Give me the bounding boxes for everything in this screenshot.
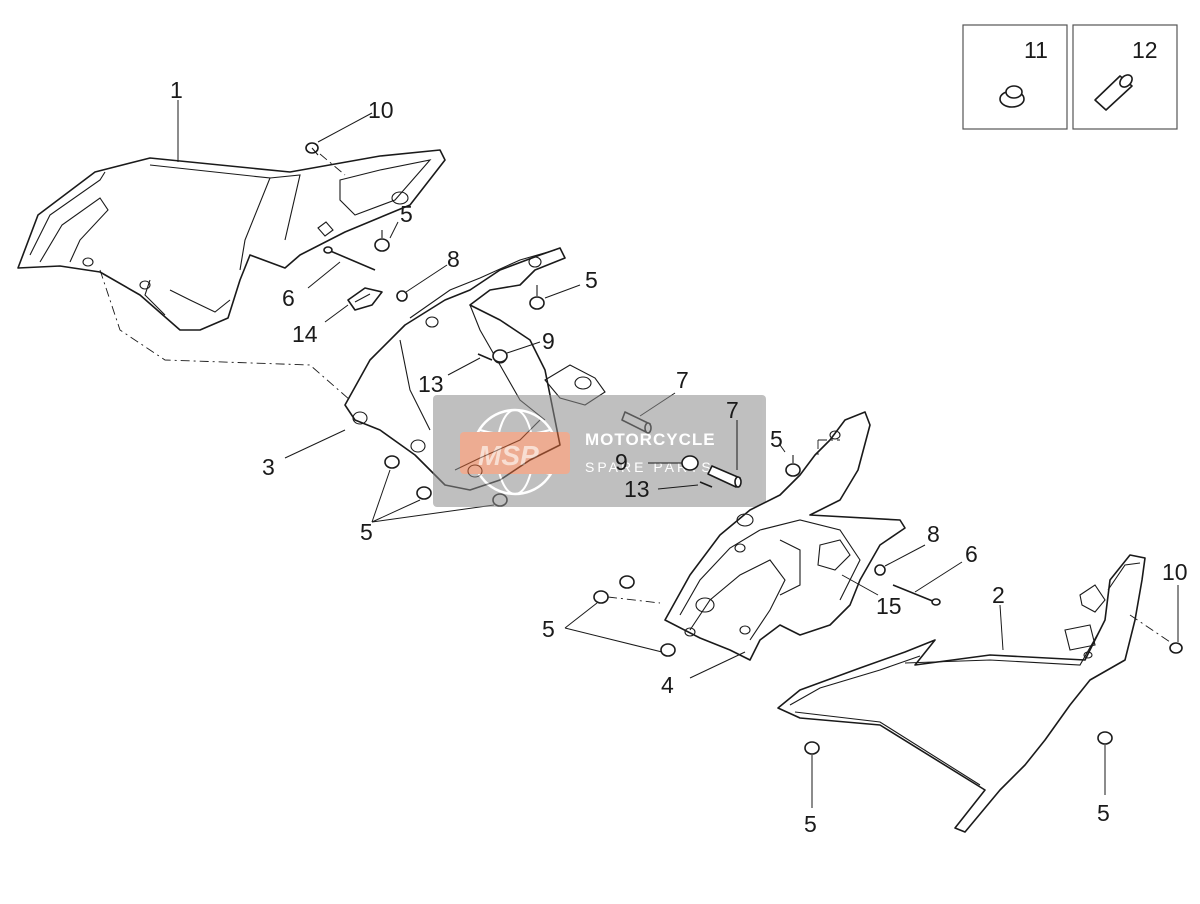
washer-8-right bbox=[874, 564, 886, 576]
watermark-brand-top: MOTORCYCLE bbox=[585, 430, 716, 449]
callout-8-right: 8 bbox=[927, 521, 940, 547]
callout-5-f: 5 bbox=[804, 811, 817, 837]
callout-7-lower: 7 bbox=[726, 397, 739, 423]
callout-15: 15 bbox=[876, 593, 902, 619]
callout-7-upper: 7 bbox=[676, 367, 689, 393]
callout-2: 2 bbox=[992, 582, 1005, 608]
callout-5-b: 5 bbox=[585, 267, 598, 293]
callout-4: 4 bbox=[661, 672, 674, 698]
callout-5-d: 5 bbox=[770, 426, 783, 452]
callout-10-top: 10 bbox=[368, 97, 394, 123]
pin-6-right bbox=[892, 584, 941, 606]
callout-5-a: 5 bbox=[400, 201, 413, 227]
callout-10-right: 10 bbox=[1162, 559, 1188, 585]
callout-13-upper: 13 bbox=[418, 371, 444, 397]
pin-6-left bbox=[323, 246, 376, 271]
clip-5-a bbox=[374, 230, 390, 252]
clip-5-group-right bbox=[593, 575, 676, 657]
screw-13-lower bbox=[699, 481, 713, 488]
screw-10-top bbox=[305, 142, 319, 156]
inset-box-11: 11 bbox=[962, 24, 1068, 130]
callout-5-e: 5 bbox=[542, 616, 555, 642]
clip-5-d bbox=[785, 455, 801, 477]
rivet-icon bbox=[999, 85, 1025, 108]
callout-5-g: 5 bbox=[1097, 800, 1110, 826]
callout-8-left: 8 bbox=[447, 246, 460, 272]
callout-9-lower: 9 bbox=[615, 449, 628, 475]
inset-box-12: 12 bbox=[1072, 24, 1178, 130]
clip-5-b bbox=[529, 285, 545, 310]
clip-5-f bbox=[804, 741, 820, 755]
callout-13-lower: 13 bbox=[624, 476, 650, 502]
callout-9-upper: 9 bbox=[542, 328, 555, 354]
callout-14: 14 bbox=[292, 321, 318, 347]
part-4-lower-cover bbox=[664, 411, 906, 661]
callout-1: 1 bbox=[170, 77, 183, 103]
screw-13-upper bbox=[477, 353, 493, 361]
callout-11: 11 bbox=[1024, 37, 1048, 63]
sleeve-7-lower bbox=[707, 465, 742, 488]
callout-3: 3 bbox=[262, 454, 275, 480]
logo-text: MSP bbox=[478, 440, 539, 471]
part-2-right-fairing bbox=[777, 554, 1146, 833]
spacer-sleeve-icon bbox=[1094, 74, 1133, 111]
logo-badge bbox=[460, 432, 570, 474]
clip-5-g bbox=[1097, 731, 1113, 745]
grommet-9-lower bbox=[681, 455, 699, 471]
callout-6-right: 6 bbox=[965, 541, 978, 567]
watermark-band bbox=[433, 395, 766, 507]
part-14-bracket bbox=[347, 287, 383, 311]
grommet-9-upper bbox=[492, 349, 508, 363]
screw-10-right bbox=[1169, 642, 1183, 654]
callout-12: 12 bbox=[1132, 37, 1158, 63]
watermark: MSP MOTORCYCLE SPARE PARTS bbox=[433, 395, 766, 507]
callout-6-left: 6 bbox=[282, 285, 295, 311]
callout-5-c: 5 bbox=[360, 519, 373, 545]
part-1-left-fairing bbox=[17, 149, 446, 331]
washer-8-left bbox=[396, 290, 408, 302]
